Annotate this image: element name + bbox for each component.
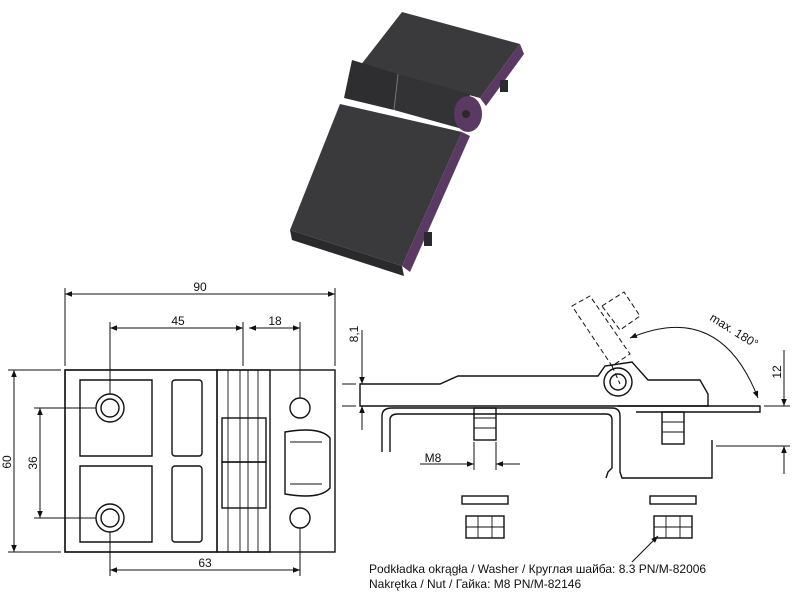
front-plate-top bbox=[290, 104, 462, 266]
dim-overall-width: 90 bbox=[193, 280, 207, 294]
dim-side-height: 12 bbox=[770, 365, 784, 379]
dim-hole-spacing-vertical: 36 bbox=[26, 456, 40, 470]
dim-overall-height: 60 bbox=[0, 455, 14, 469]
front-plate-side bbox=[290, 230, 404, 276]
side-view: 8,1 12 M8 max. 180° bbox=[342, 291, 790, 563]
washer-nut-right bbox=[649, 495, 697, 539]
dim-hole-to-knuckle: 45 bbox=[171, 314, 185, 328]
dim-plate-thickness: 8,1 bbox=[347, 325, 361, 342]
nut-note: Nakrętka / Nut / Гайка: M8 PN/M-82146 bbox=[369, 577, 582, 591]
washer-note: Podkładka okrągła / Washer / Круглая шай… bbox=[369, 562, 707, 576]
plan-view: 90 45 18 60 36 63 bbox=[0, 280, 336, 576]
washer-nut-left bbox=[461, 495, 509, 539]
knuckle-left bbox=[344, 60, 398, 110]
knuckle-right bbox=[394, 74, 470, 130]
dim-hole-spacing-horizontal: 63 bbox=[198, 556, 212, 570]
rotation-angle: max. 180° bbox=[707, 310, 761, 351]
dim-knuckle-offset: 18 bbox=[268, 314, 282, 328]
front-plate-edge bbox=[402, 132, 470, 272]
dim-bolt-size: M8 bbox=[425, 451, 442, 465]
hinge-3d-view bbox=[290, 12, 524, 276]
back-plate-edge bbox=[480, 44, 524, 106]
